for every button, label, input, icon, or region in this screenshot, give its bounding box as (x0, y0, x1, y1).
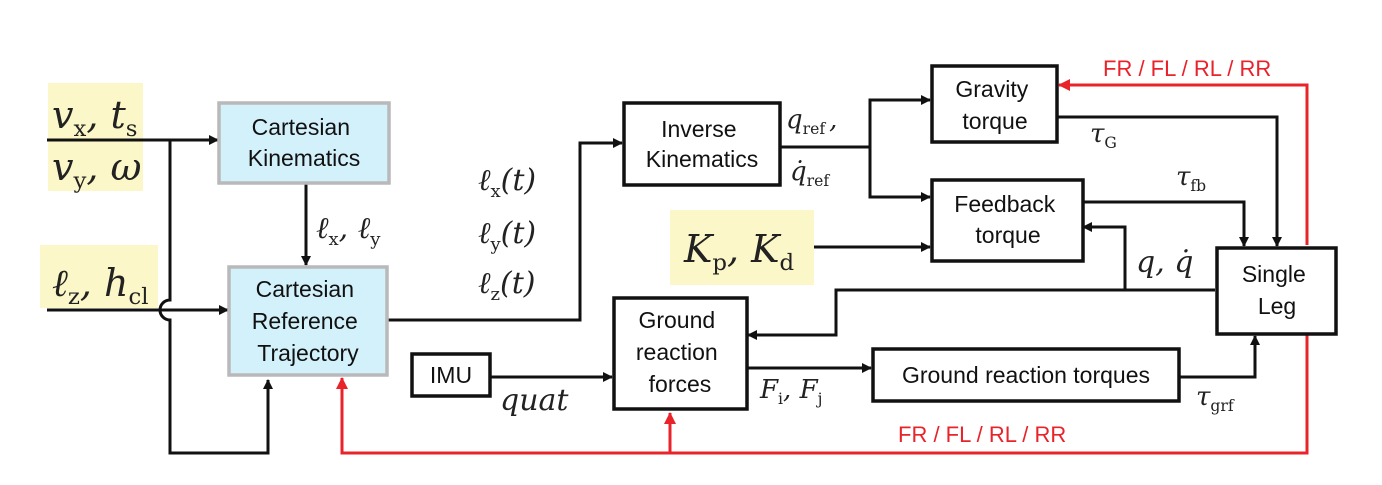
input-velocity-highlight (48, 83, 143, 191)
gains-highlight (670, 210, 814, 285)
cartesian-reference-trajectory-box (227, 265, 389, 377)
feedback-torque-box (930, 178, 1085, 263)
gravity-torque-label: Gravity torque (955, 76, 1034, 134)
single-leg-box (1215, 246, 1338, 336)
feedback-torque-label: Feedback torque (954, 191, 1061, 248)
cartesian-kinematics-box (217, 101, 391, 185)
label-tau-fb: τfb (1176, 162, 1206, 195)
wire-torques-to-leg (1179, 335, 1260, 379)
wire-feedback-to-leg (1083, 200, 1249, 247)
single-leg-label: Single Leg (1242, 261, 1312, 319)
gravity-torque-box (930, 64, 1059, 144)
label-q-ref: qref, (786, 105, 837, 138)
red-wire-leg-to-gravity (1058, 79, 1309, 245)
label-q-qdot: q, q̇ (1136, 245, 1194, 280)
ground-reaction-torques-box (871, 347, 1181, 403)
inverse-kinematics-label: Inverse Kinematics (646, 116, 758, 172)
label-lx-ly: ℓx, ℓy (316, 211, 381, 250)
red-label-top: FR / FL / RL / RR (1103, 56, 1271, 81)
label-vx-ts: vx, ts (52, 93, 137, 142)
wire-leg-to-grf (747, 288, 1125, 340)
red-wire-leg-to-trajectory (336, 335, 1309, 455)
block-feedback-torque: Feedback torque (930, 178, 1085, 263)
block-single-leg: Single Leg (1215, 246, 1338, 336)
ground-reaction-torques-label: Ground reaction torques (902, 362, 1150, 388)
block-ground-reaction-forces: Ground reaction forces (612, 296, 749, 411)
label-lz-t: ℓz(t) (478, 266, 535, 305)
label-tau-grf: τgrf (1196, 382, 1235, 415)
block-gravity-torque: Gravity torque (930, 64, 1059, 144)
label-vy-omega: vy, ω (52, 145, 142, 194)
block-inverse-kinematics: Inverse Kinematics (622, 101, 782, 187)
imu-box (410, 352, 492, 398)
label-tau-g: τG (1090, 119, 1117, 152)
label-lz-hcl: ℓz, hcl (52, 261, 149, 310)
imu-label: IMU (430, 362, 472, 388)
leg-feedback-wires (336, 79, 1309, 455)
wire-gravity-to-leg (1057, 115, 1282, 247)
ground-reaction-forces-box (612, 296, 749, 411)
wire-trajectory-to-ik (388, 138, 623, 322)
label-ly-t: ℓy(t) (478, 216, 536, 255)
label-kp-kd: Kp, Kd (683, 227, 794, 276)
ground-reaction-forces-label: Ground reaction forces (636, 307, 724, 397)
red-label-bottom: FR / FL / RL / RR (898, 422, 1066, 447)
inverse-kinematics-box (622, 101, 782, 187)
wire-ik-to-feedback (868, 147, 931, 202)
label-lx-t: ℓx(t) (478, 163, 536, 202)
block-cartesian-kinematics: Cartesian Kinematics (217, 101, 391, 185)
cartesian-kinematics-label: Cartesian Kinematics (248, 114, 360, 171)
label-fi-fj: Fi, Fj (759, 375, 822, 408)
label-qdot-ref: q̇ref (790, 157, 830, 190)
block-imu: IMU (410, 352, 492, 398)
signal-wires (47, 95, 1282, 455)
block-ground-reaction-torques: Ground reaction torques (871, 347, 1181, 403)
wire-ik-to-gravity (868, 95, 931, 147)
wire-velocity-branch (158, 140, 273, 455)
wire-leg-state-to-feedback (1082, 222, 1215, 292)
cartesian-reference-trajectory-label: Cartesian Reference Trajectory (252, 276, 365, 366)
block-cartesian-reference-trajectory: Cartesian Reference Trajectory (227, 265, 389, 377)
label-quat: quat (500, 383, 569, 418)
input-height-highlight (40, 245, 158, 308)
